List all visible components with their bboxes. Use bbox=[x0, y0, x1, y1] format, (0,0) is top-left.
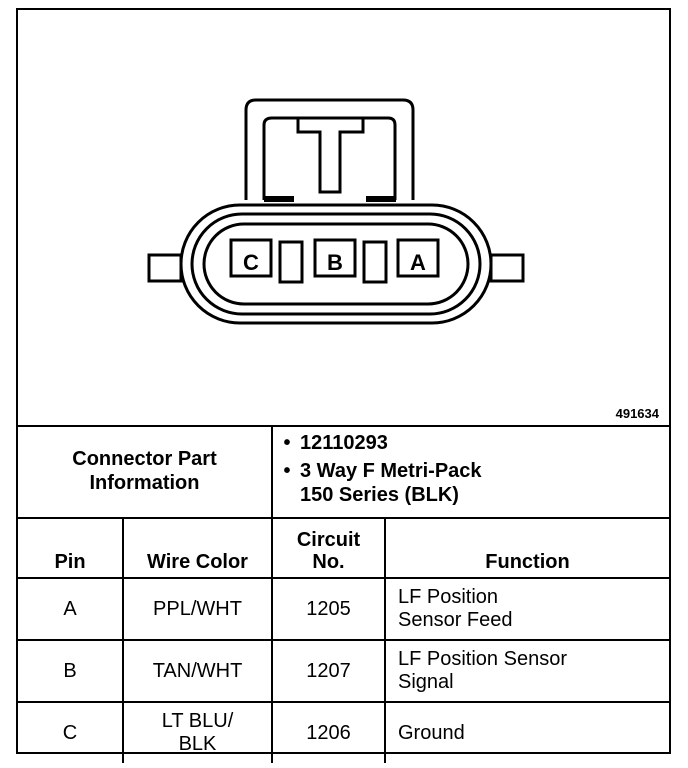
info-label-line1: Connector Part bbox=[72, 448, 217, 470]
divider-right bbox=[362, 240, 388, 284]
locking-tab-outer bbox=[244, 98, 415, 200]
connector-drawing: C B A bbox=[147, 98, 525, 325]
connector-sheet: C B A 491634 Connector Part Information … bbox=[16, 8, 671, 763]
pin-table: Pin Wire Color Circuit No. Function A PP… bbox=[18, 517, 669, 763]
table-row: C LT BLU/BLK 1206 Ground bbox=[18, 701, 669, 763]
pin-c-housing bbox=[229, 238, 273, 278]
function-cell: Ground bbox=[384, 701, 669, 763]
connector-part-info: Connector Part Information • 12110293 • … bbox=[18, 425, 669, 519]
header-circuit-line2: No. bbox=[312, 551, 345, 573]
divider-left bbox=[278, 240, 304, 284]
connector-type-item: • 3 Way F Metri-Pack 150 Series (BLK) bbox=[274, 459, 482, 507]
wire-color-cell: PPL/WHT bbox=[122, 577, 273, 641]
bullet: • bbox=[283, 432, 291, 454]
table-header-row: Pin Wire Color Circuit No. Function bbox=[18, 517, 669, 579]
locking-tab-inner bbox=[262, 116, 397, 200]
circuit-cell: 1207 bbox=[271, 639, 386, 703]
right-ear bbox=[489, 253, 525, 283]
header-circuit-line1: Circuit bbox=[296, 529, 361, 551]
connector-type-line2: 150 Series (BLK) bbox=[300, 484, 459, 506]
part-number: 12110293 bbox=[300, 432, 388, 454]
pin-a-label: A bbox=[410, 250, 426, 275]
header-wire-color: Wire Color bbox=[122, 517, 273, 579]
left-ear bbox=[147, 253, 183, 283]
header-function: Function bbox=[384, 517, 669, 579]
circuit-cell: 1206 bbox=[271, 701, 386, 763]
connector-type-line1: 3 Way F Metri-Pack bbox=[300, 460, 482, 482]
latch-t bbox=[296, 118, 365, 194]
info-label-line2: Information bbox=[89, 472, 200, 494]
tab-foot-right bbox=[366, 196, 396, 202]
circuit-cell: 1205 bbox=[271, 577, 386, 641]
pin-c-label: C bbox=[243, 250, 259, 275]
body-middle bbox=[190, 212, 482, 316]
pin-b-label: B bbox=[327, 250, 343, 275]
part-number-item: • 12110293 bbox=[274, 431, 482, 455]
pin-cell: A bbox=[18, 577, 124, 641]
header-pin: Pin bbox=[18, 517, 124, 579]
tab-foot-left bbox=[264, 196, 294, 202]
bullet: • bbox=[283, 460, 291, 482]
wire-color-cell: LT BLU/BLK bbox=[122, 701, 273, 763]
pin-cell: B bbox=[18, 639, 124, 703]
connector-diagram: C B A 491634 bbox=[18, 10, 669, 427]
pin-b-housing bbox=[313, 238, 357, 278]
wire-color-cell: TAN/WHT bbox=[122, 639, 273, 703]
figure-number: 491634 bbox=[615, 406, 659, 421]
pin-cell: C bbox=[18, 701, 124, 763]
header-circuit: Circuit No. bbox=[271, 517, 386, 579]
info-label: Connector Part Information bbox=[18, 425, 273, 517]
pin-a-housing bbox=[396, 238, 440, 278]
body-inner bbox=[202, 222, 470, 306]
info-list: • 12110293 • 3 Way F Metri-Pack 150 Seri… bbox=[274, 431, 482, 507]
